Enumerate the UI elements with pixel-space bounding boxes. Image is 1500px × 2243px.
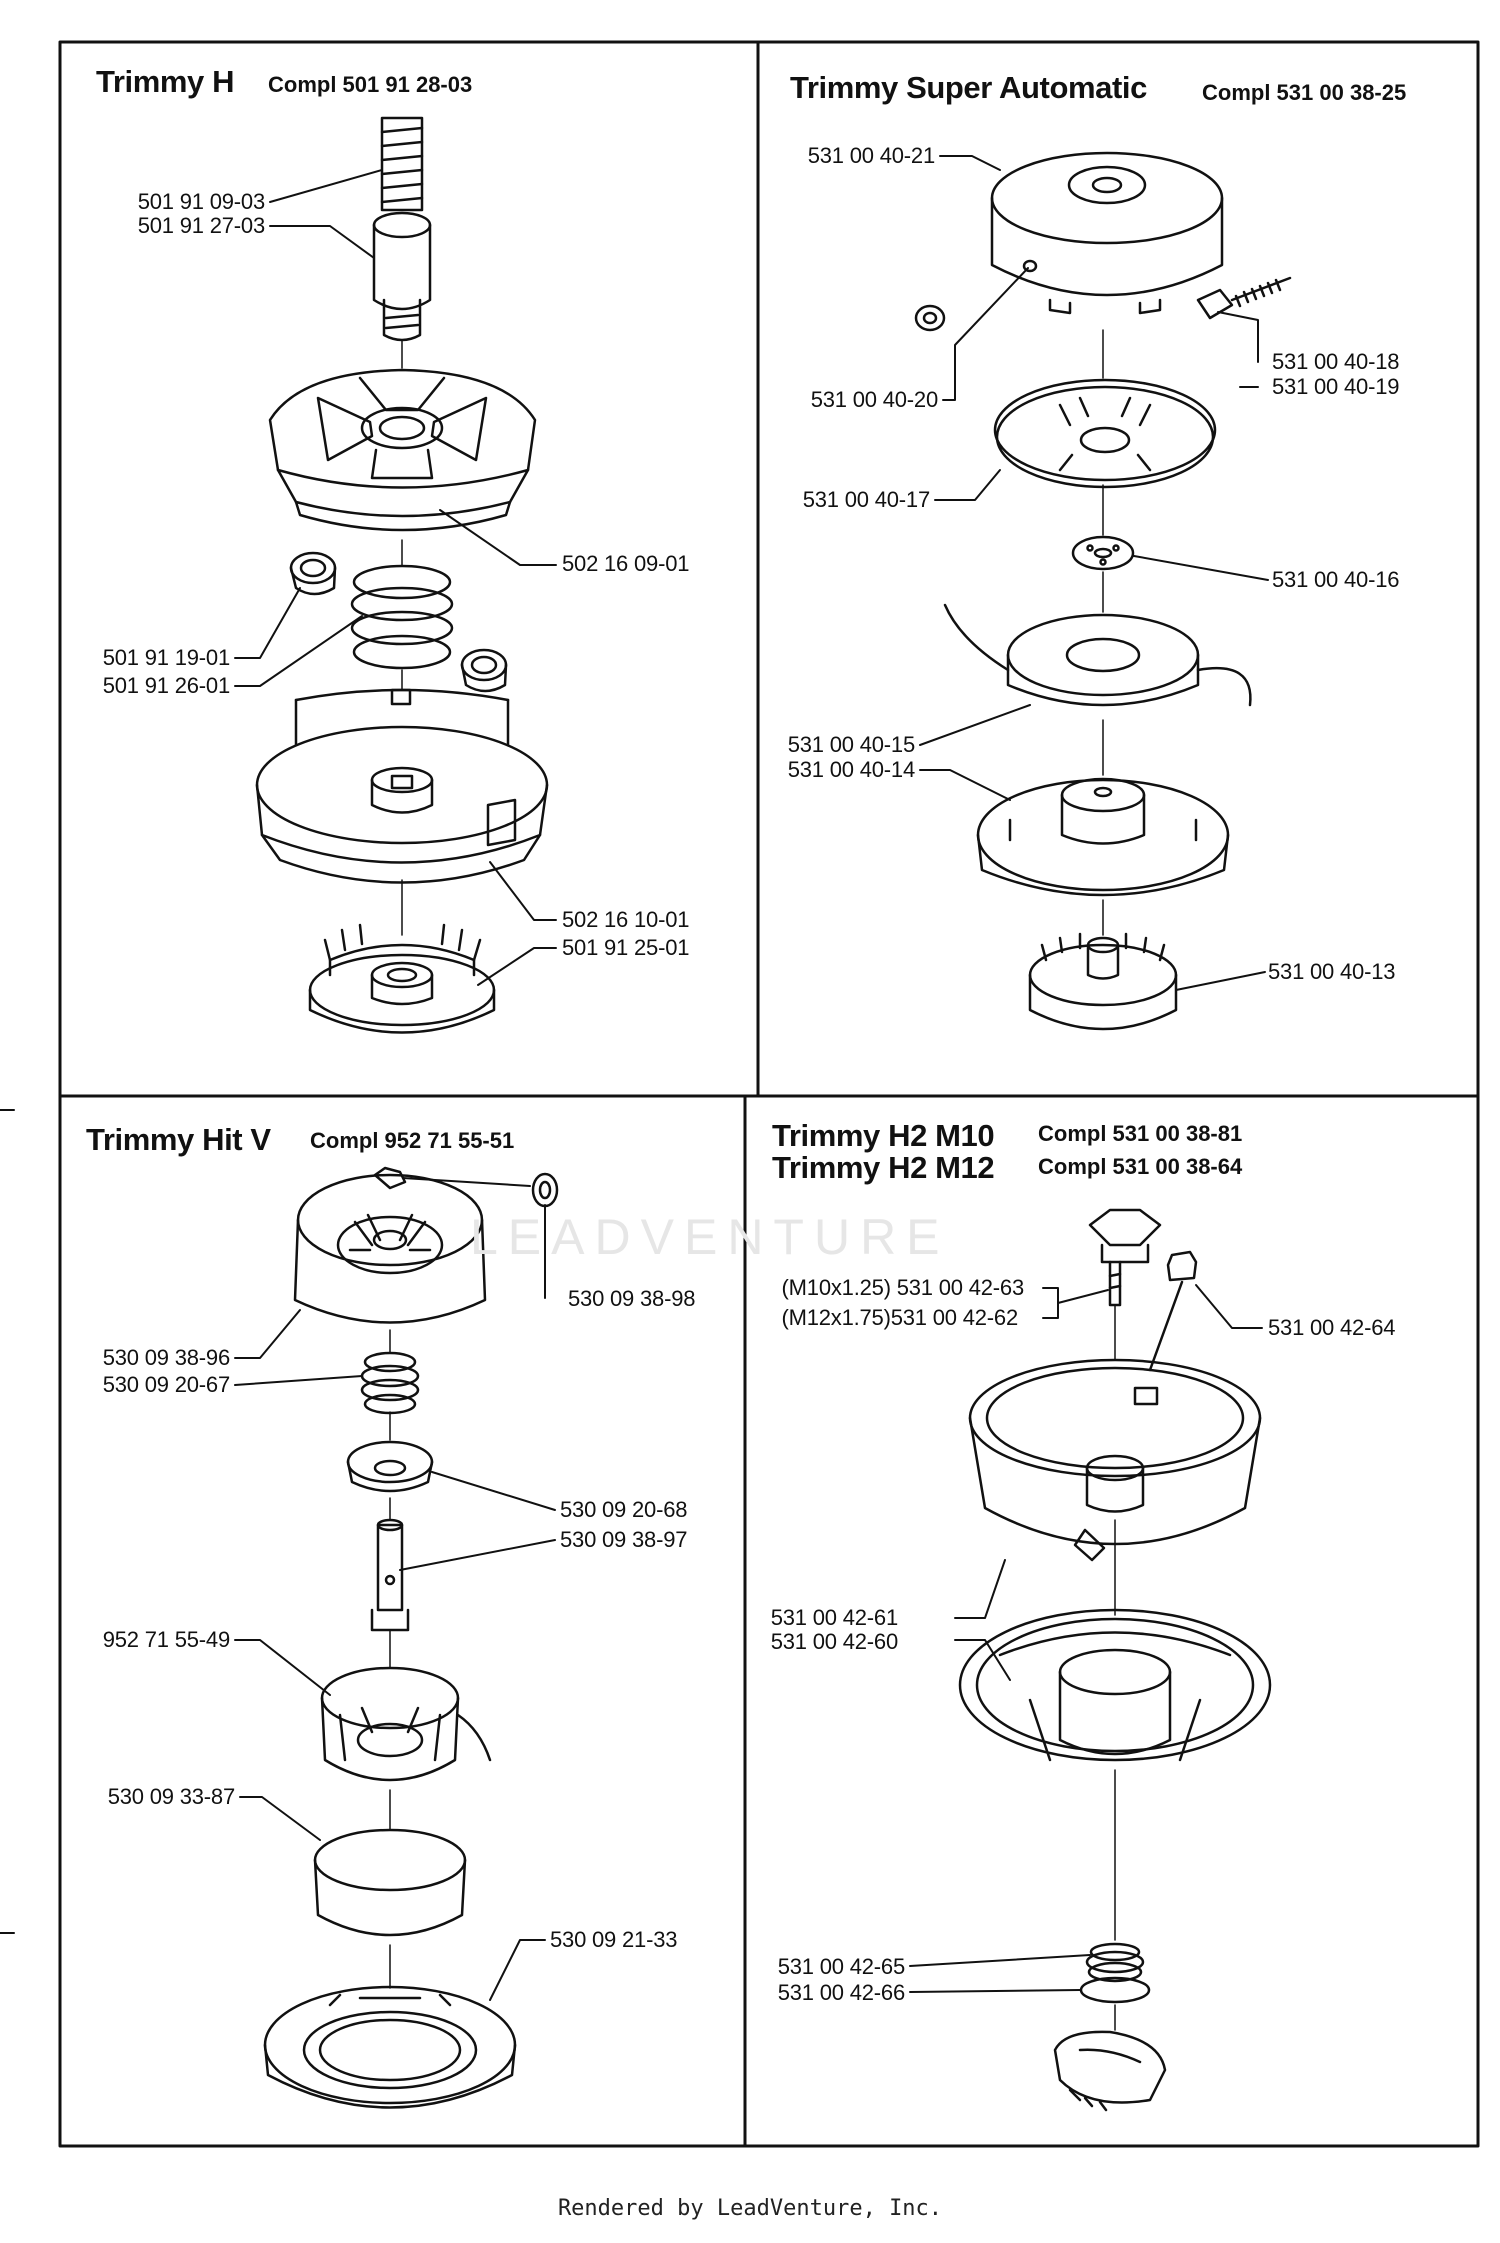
spring-part	[350, 564, 454, 670]
part-label: 531 00 40-18	[1272, 349, 1400, 374]
part-label: 531 00 42-61	[770, 1605, 898, 1630]
part-label: 502 16 10-01	[562, 907, 690, 932]
part-label: 530 09 21-33	[550, 1927, 678, 1952]
leader-lines	[919, 155, 1269, 991]
housing-part	[976, 777, 1230, 897]
panel-4-compl-m10: Compl 531 00 38-81	[1038, 1121, 1243, 1146]
part-label: 501 91 27-03	[137, 213, 265, 238]
washer-part	[1071, 535, 1135, 571]
part-label: 530 09 38-97	[560, 1527, 688, 1552]
cover-part	[293, 1166, 487, 1324]
part-label: 501 91 26-01	[102, 673, 230, 698]
part-label: 531 00 40-19	[1272, 374, 1400, 399]
part-label: 531 00 40-15	[787, 732, 915, 757]
part-label: 952 71 55-49	[102, 1627, 230, 1652]
panel-1-title: Trimmy H	[96, 64, 235, 99]
part-label: 531 00 40-17	[802, 487, 930, 512]
housing-part	[263, 1985, 517, 2109]
knob-part	[308, 923, 496, 1034]
part-label: 501 91 09-03	[137, 189, 265, 214]
knob-part	[1053, 2030, 1167, 2112]
part-label: 530 09 38-96	[102, 1345, 230, 1370]
panel-4-title-m12: Trimmy H2 M12	[772, 1150, 995, 1185]
trimmy-h-drawing	[234, 116, 557, 1034]
part-label: 531 00 42-64	[1268, 1315, 1396, 1340]
spring-part	[360, 1351, 420, 1415]
part-label: 530 09 38-98	[568, 1286, 696, 1311]
part-label: (M10x1.25) 531 00 42-63	[781, 1275, 1025, 1300]
part-label: 531 00 40-21	[807, 143, 935, 168]
watermark: LEADVENTURE	[470, 1209, 950, 1265]
leader-lines	[909, 1284, 1263, 1993]
knob-part	[1028, 932, 1178, 1031]
leader-lines	[234, 169, 557, 986]
disc-part	[993, 378, 1217, 489]
adapter-part	[372, 211, 432, 342]
bearing-cap-part	[346, 1440, 434, 1493]
part-label: 531 00 40-20	[810, 387, 938, 412]
part-label: 530 09 33-87	[107, 1784, 235, 1809]
panel-2-title: Trimmy Super Automatic	[790, 70, 1147, 105]
housing-part	[255, 688, 549, 884]
trimmy-h2-drawing	[909, 1208, 1272, 2112]
cap-nut-part	[1148, 1250, 1198, 1372]
grommet-part	[531, 1172, 559, 1208]
part-label: 531 00 42-60	[770, 1629, 898, 1654]
part-label: 501 91 25-01	[562, 935, 690, 960]
spool-part	[943, 603, 1252, 707]
part-label: 502 16 09-01	[562, 551, 690, 576]
trimmy-super-automatic-drawing	[914, 151, 1292, 1031]
panel-4-title-m10: Trimmy H2 M10	[772, 1118, 995, 1153]
spring-part	[1079, 1942, 1151, 2004]
part-label: (M12x1.75)531 00 42-62	[781, 1305, 1018, 1330]
button-spring-part	[1196, 276, 1292, 320]
eyelet-part	[914, 304, 946, 332]
part-label: 531 00 42-66	[777, 1980, 905, 2005]
footer-credit: Rendered by LeadVenture, Inc.	[557, 2196, 943, 2221]
spool-part	[958, 1608, 1272, 1762]
panel-2-compl: Compl 531 00 38-25	[1202, 80, 1407, 105]
panel-1-compl: Compl 501 91 28-03	[268, 72, 473, 97]
eyelet-part	[289, 551, 508, 693]
leader-lines	[234, 1177, 556, 2001]
shaft-part	[370, 1518, 410, 1632]
part-label: 531 00 42-65	[777, 1954, 905, 1979]
part-label: 530 09 20-68	[560, 1497, 688, 1522]
part-label: 531 00 40-13	[1268, 959, 1396, 984]
part-label: 531 00 40-16	[1272, 567, 1400, 592]
cover-part	[268, 368, 537, 532]
panel-3-title: Trimmy Hit V	[86, 1122, 271, 1157]
spool-part	[320, 1666, 492, 1782]
panel-4-compl-m12: Compl 531 00 38-64	[1038, 1154, 1243, 1179]
cover-part	[990, 151, 1224, 315]
bolt-part	[380, 116, 424, 212]
bolt-part	[1088, 1208, 1162, 1307]
part-label: 501 91 19-01	[102, 645, 230, 670]
cap-part	[313, 1828, 467, 1937]
panel-3-compl: Compl 952 71 55-51	[310, 1128, 515, 1153]
panel-frame	[58, 40, 1480, 2148]
trimmy-hit-v-drawing	[234, 1166, 559, 2109]
part-label: 530 09 20-67	[102, 1372, 230, 1397]
part-label: 531 00 40-14	[787, 757, 915, 782]
